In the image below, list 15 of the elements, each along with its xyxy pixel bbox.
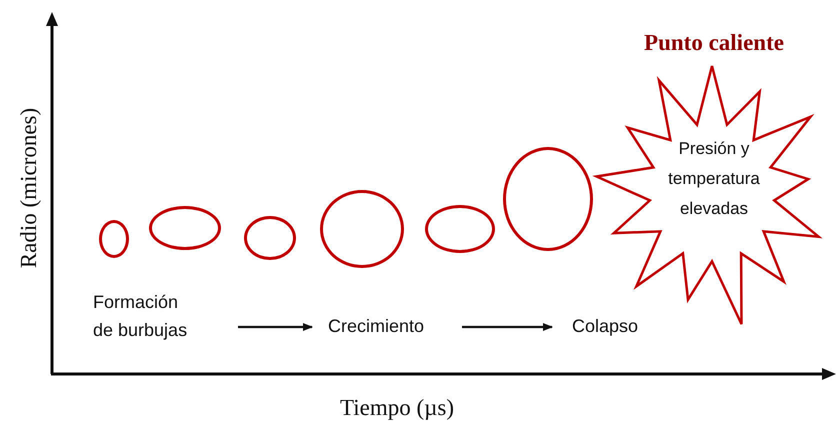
- arrow: [462, 323, 553, 331]
- bubble-outline: [99, 220, 129, 258]
- bubble-outline: [320, 190, 404, 268]
- bubble-outline: [503, 147, 593, 251]
- bubble-outline: [425, 205, 495, 253]
- heading-text: Punto caliente: [643, 30, 785, 56]
- stage-label: Colapso: [572, 316, 638, 336]
- axis-label: Tiempo (µs): [340, 395, 454, 421]
- starburst-label: Presión y temperatura elevadas: [667, 138, 761, 220]
- stage-label: Crecimiento: [328, 316, 424, 336]
- stage-label: Formación de burbujas: [93, 292, 188, 340]
- arrow: [238, 323, 313, 331]
- axis-label: Radio (micrones): [16, 108, 42, 268]
- bubble-outline: [149, 206, 221, 250]
- bubble-outline: [244, 216, 296, 260]
